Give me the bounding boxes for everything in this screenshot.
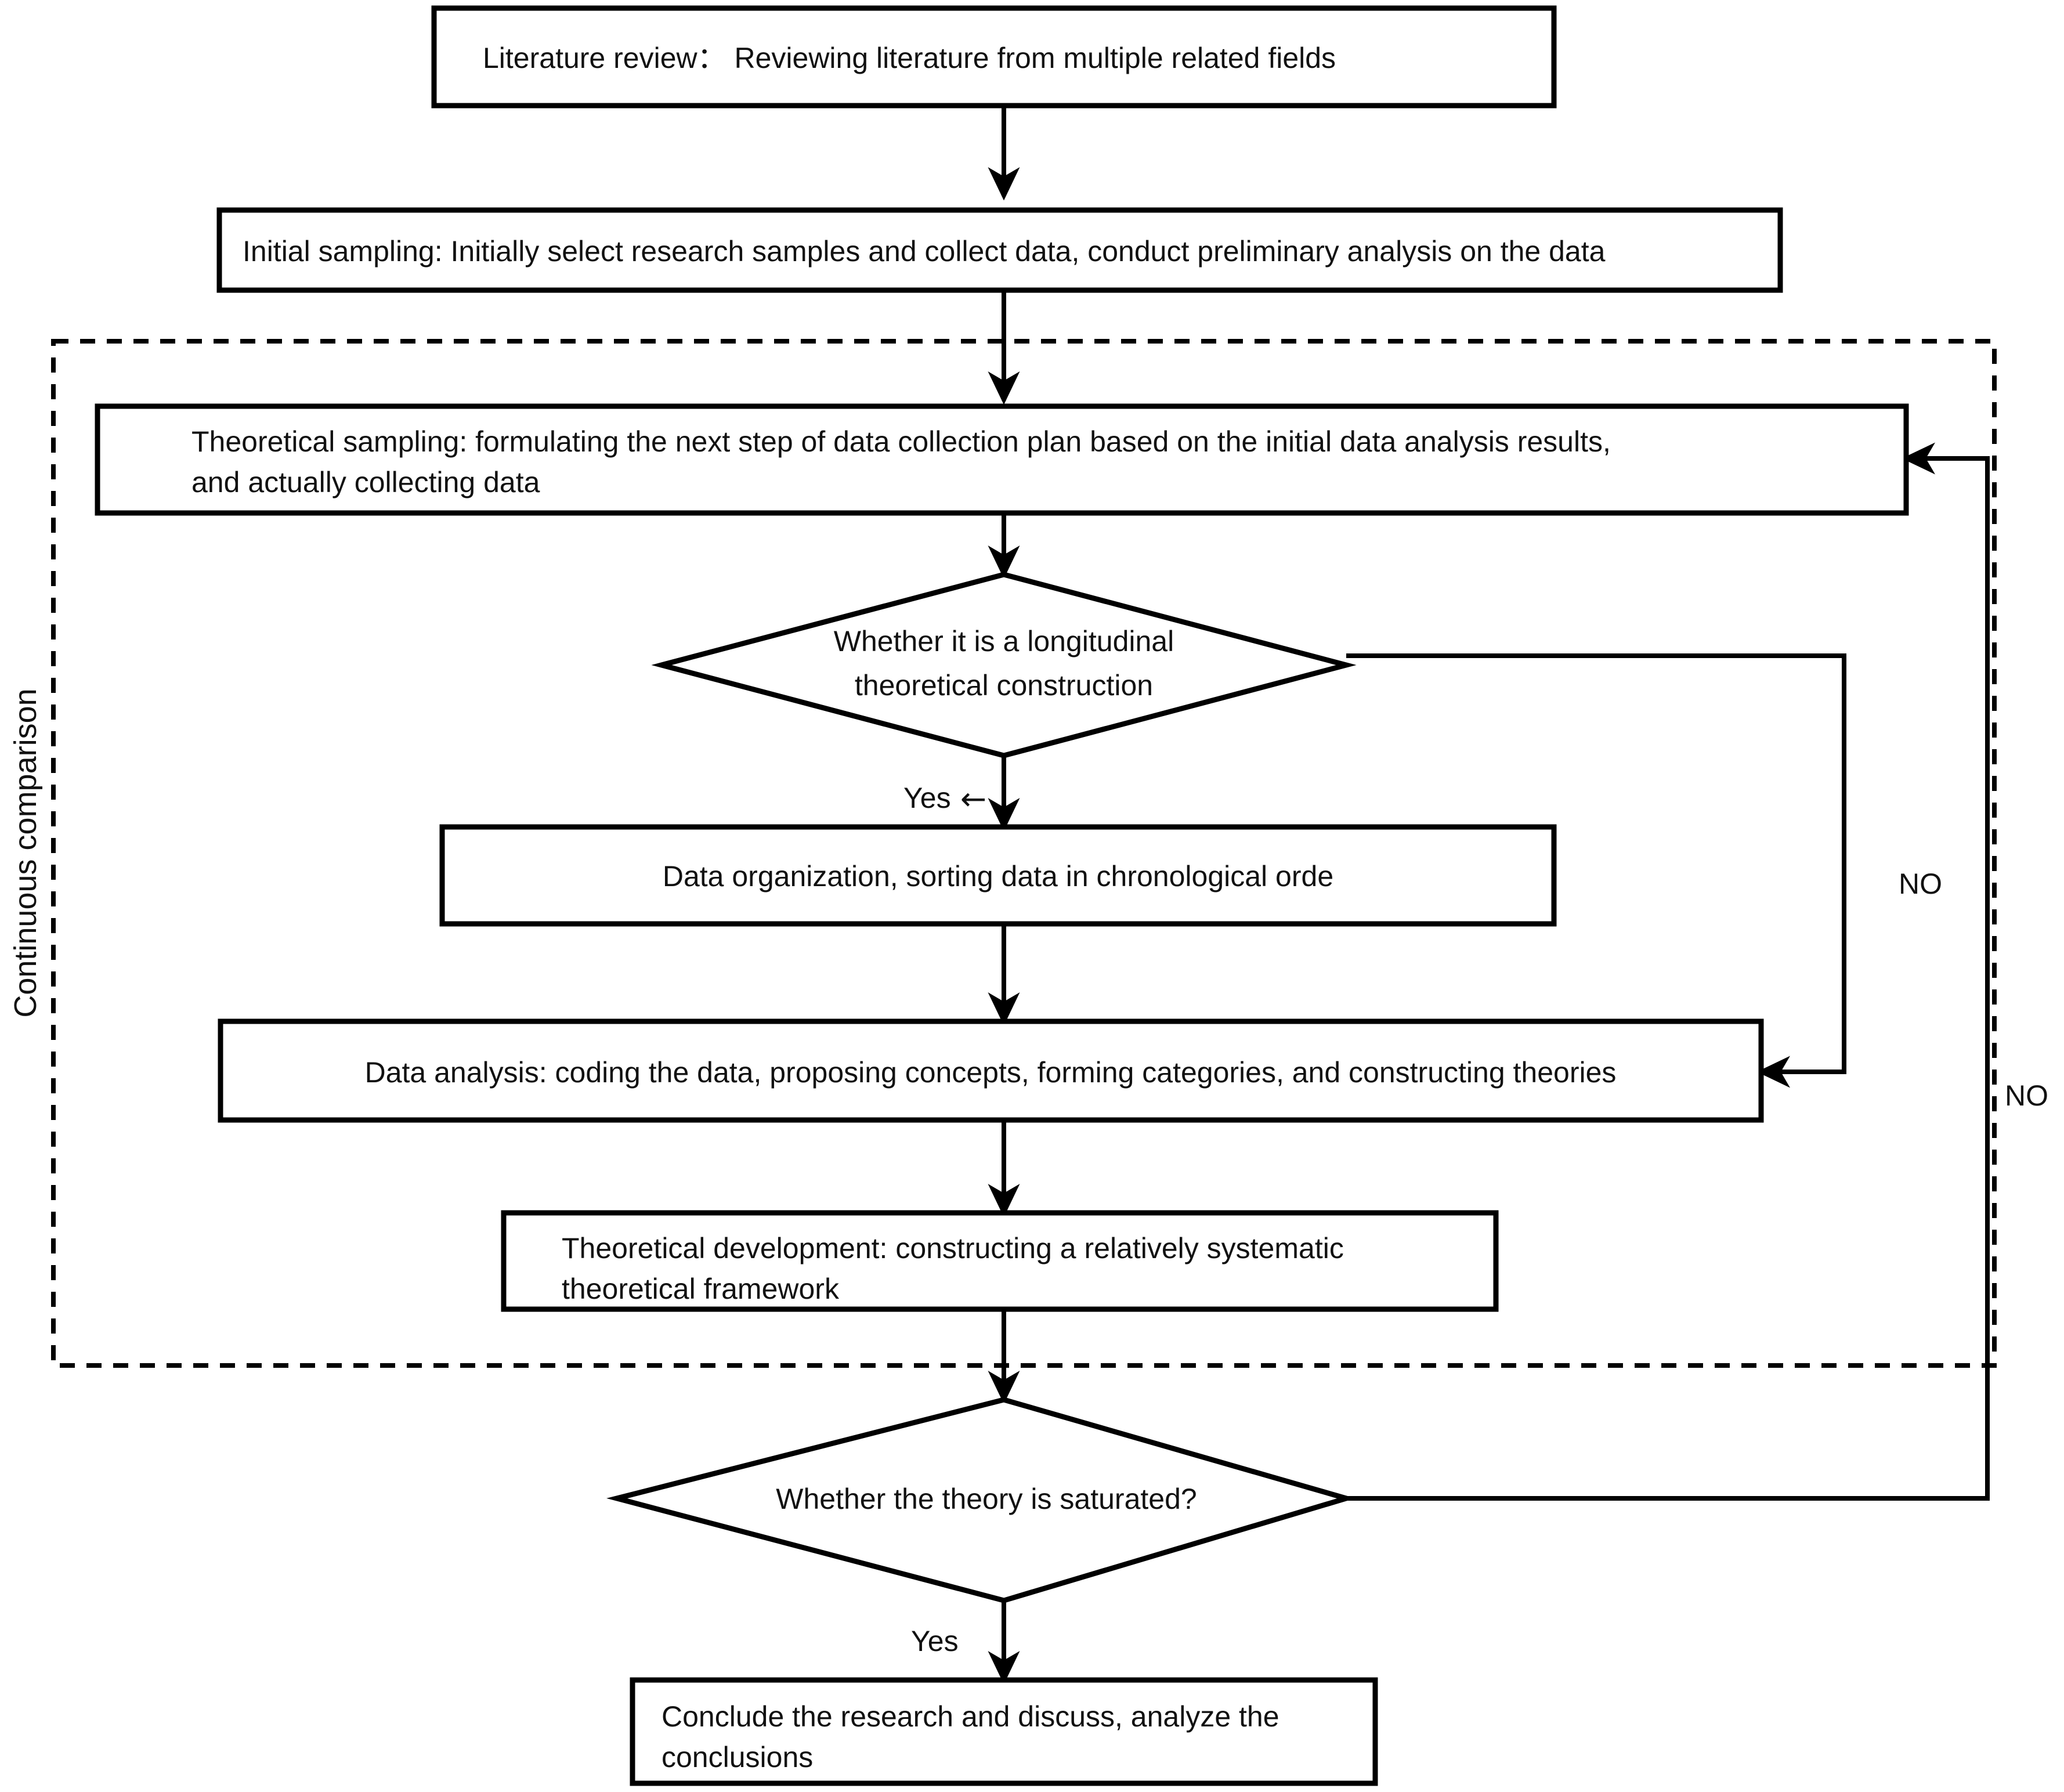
node-conclude-research bbox=[630, 1677, 1378, 1786]
node-initial-sampling bbox=[216, 207, 1783, 293]
continuous-comparison-region bbox=[51, 339, 1997, 1368]
node-theoretical-development bbox=[501, 1210, 1499, 1312]
edge-label-longitudinal-no: NO bbox=[1899, 868, 1942, 900]
continuous-comparison-label: Continuous comparison bbox=[8, 688, 43, 1017]
edge-saturation-no-loop bbox=[1346, 442, 1990, 1501]
node-conclude-research-label-line2: conclusions bbox=[662, 1741, 813, 1773]
node-theoretical-sampling bbox=[95, 403, 1909, 516]
node-saturation-decision-label: Whether the theory is saturated? bbox=[776, 1483, 1197, 1515]
node-literature-review-label: Literature review： Reviewing literature … bbox=[483, 42, 1336, 74]
node-data-analysis bbox=[218, 1018, 1764, 1123]
node-initial-sampling-label: Initial sampling: Initially select resea… bbox=[243, 235, 1606, 268]
node-theoretical-sampling-label-line2: and actually collecting data bbox=[191, 466, 540, 498]
node-conclude-research-label-line1: Conclude the research and discuss, analy… bbox=[662, 1700, 1279, 1733]
node-data-organization-label: Data organization, sorting data in chron… bbox=[663, 860, 1333, 893]
node-longitudinal-decision bbox=[651, 572, 1357, 758]
node-longitudinal-decision-label-line1: Whether it is a longitudinal bbox=[834, 625, 1174, 657]
node-literature-review bbox=[431, 5, 1557, 109]
edge-label-saturation-no: NO bbox=[2005, 1079, 2048, 1112]
node-data-analysis-label: Data analysis: coding the data, proposin… bbox=[365, 1056, 1617, 1089]
left-arrow-icon: ← bbox=[960, 781, 986, 817]
node-saturation-decision bbox=[606, 1397, 1355, 1603]
node-data-organization bbox=[439, 824, 1557, 927]
edge-label-saturation-yes: Yes bbox=[911, 1625, 959, 1657]
edge-longitudinal-no-loop bbox=[1346, 653, 1846, 1088]
node-theoretical-sampling-label-line1: Theoretical sampling: formulating the ne… bbox=[191, 425, 1611, 458]
edge-label-longitudinal-yes: Yes bbox=[903, 782, 951, 814]
node-longitudinal-decision-label-line2: theoretical construction bbox=[855, 669, 1153, 702]
node-theoretical-development-label-line2: theoretical framework bbox=[562, 1273, 840, 1305]
node-theoretical-development-label-line1: Theoretical development: constructing a … bbox=[562, 1232, 1344, 1264]
